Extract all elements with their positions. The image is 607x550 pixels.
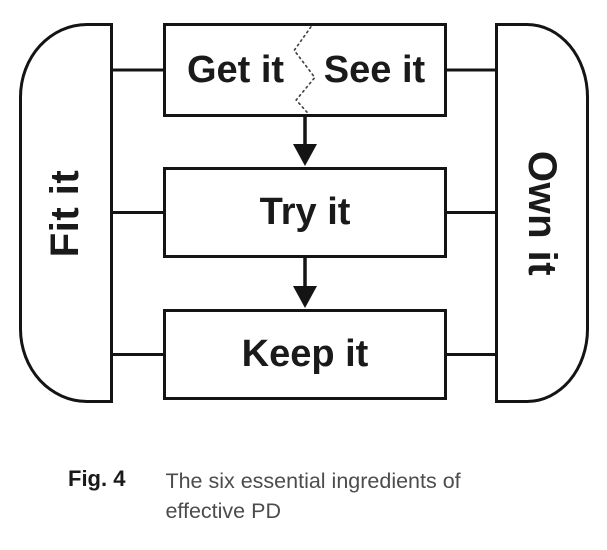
zigzag-divider bbox=[293, 26, 316, 113]
figure-caption: Fig. 4 The six essential ingredients of … bbox=[68, 466, 461, 526]
top-box: Get it See it bbox=[163, 23, 447, 117]
figure-caption-line-2: effective PD bbox=[165, 499, 281, 523]
figure-caption-line-1: The six essential ingredients of bbox=[165, 469, 461, 493]
bottom-box-label: Keep it bbox=[241, 333, 369, 375]
connector-layer bbox=[110, 68, 498, 356]
right-capsule: Own it bbox=[495, 23, 589, 403]
top-box-right-half: See it bbox=[305, 49, 444, 92]
figure-caption-number: Fig. 4 bbox=[68, 466, 126, 491]
top-box-right-label: See it bbox=[323, 48, 426, 91]
left-capsule: Fit it bbox=[19, 23, 113, 403]
left-capsule-label: Fit it bbox=[43, 169, 88, 257]
right-capsule-label: Own it bbox=[520, 150, 565, 276]
flow-arrow-2-head bbox=[293, 286, 317, 308]
figure-caption-text: The six essential ingredients of effecti… bbox=[165, 466, 460, 526]
flow-arrow-1-head bbox=[293, 144, 317, 166]
middle-box: Try it bbox=[163, 167, 447, 258]
top-box-left-label: Get it bbox=[186, 48, 285, 91]
top-box-left-half: Get it bbox=[166, 49, 305, 92]
middle-box-label: Try it bbox=[259, 191, 351, 233]
bottom-box: Keep it bbox=[163, 309, 447, 400]
